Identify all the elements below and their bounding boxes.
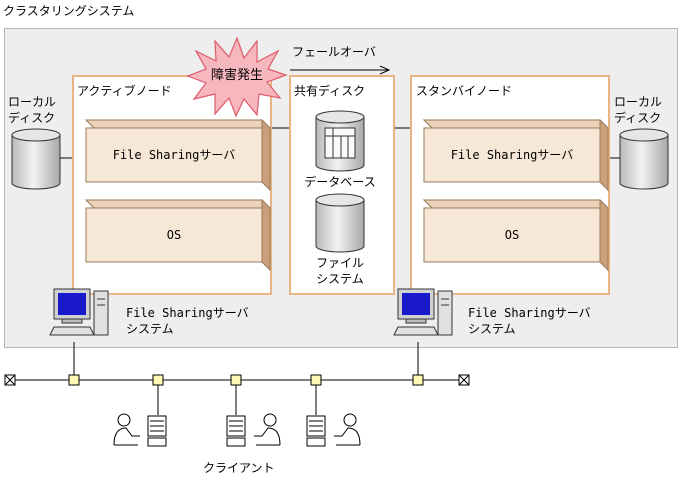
clients-label: クライアント — [203, 461, 275, 475]
active-node-title: アクティブノード — [77, 84, 172, 98]
file-system-label-line1: ファイル — [315, 256, 364, 270]
client-2-icon — [226, 413, 281, 447]
local-disk-right-line2: ディスク — [614, 111, 662, 125]
terminator-left-icon — [4, 374, 16, 386]
active-os-label: OS — [166, 228, 182, 242]
client-3-icon — [306, 413, 361, 447]
file-system-disk-icon — [315, 193, 365, 253]
active-os-block — [84, 198, 272, 272]
failure-burst-label: 障害発生 — [210, 68, 263, 83]
network-node-icon — [230, 374, 242, 386]
system-left-line2: システム — [126, 322, 174, 336]
local-disk-left-line1: ローカル — [8, 95, 57, 109]
active-server-label: File Sharingサーバ — [112, 148, 236, 162]
database-disk-icon — [315, 110, 365, 172]
system-right-line1: File Sharingサーバ — [468, 306, 591, 320]
server-left-computer-icon — [49, 288, 109, 336]
cluster-title: クラスタリングシステム — [3, 4, 135, 18]
standby-server-label: File Sharingサーバ — [450, 148, 574, 162]
network-node-icon — [152, 374, 164, 386]
shared-disk-title: 共有ディスク — [294, 84, 366, 98]
network-node-icon — [68, 374, 80, 386]
local-disk-left-icon — [11, 128, 61, 190]
network-node-icon — [412, 374, 424, 386]
database-label: データベース — [304, 175, 376, 189]
failover-label: フェールオーバ — [292, 45, 376, 59]
standby-node-title: スタンバイノード — [416, 84, 513, 98]
server-right-computer-icon — [393, 288, 453, 336]
failure-burst-icon — [186, 36, 288, 118]
local-disk-left-line2: ディスク — [8, 111, 56, 125]
network-node-icon — [310, 374, 322, 386]
local-disk-right-icon — [619, 128, 669, 190]
standby-server-block — [422, 118, 610, 192]
terminator-right-icon — [458, 374, 470, 386]
file-system-label-line2: システム — [316, 272, 364, 286]
system-left-line1: File Sharingサーバ — [126, 306, 249, 320]
system-right-line2: システム — [468, 322, 516, 336]
standby-os-label: OS — [504, 228, 520, 242]
standby-os-block — [422, 198, 610, 272]
local-disk-right-line1: ローカル — [614, 95, 663, 109]
active-server-block — [84, 118, 272, 192]
client-1-icon — [113, 413, 167, 447]
